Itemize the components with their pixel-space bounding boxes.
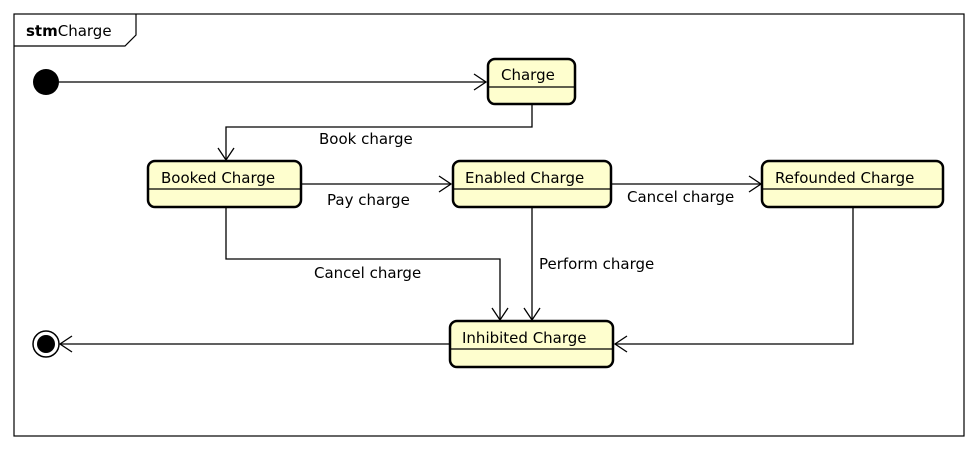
label-book-charge: Book charge [319,130,413,148]
arrowhead-inhibited-final [58,335,73,353]
edge-book-charge [225,105,533,160]
state-inhibited-charge: Inhibited Charge [448,319,615,369]
label-pay-charge: Pay charge [327,191,410,209]
label-cancel-enabled: Cancel charge [627,188,734,206]
frame-name: Charge [58,22,112,40]
initial-state [33,69,59,95]
state-refounded-charge-label: Refounded Charge [775,169,914,187]
label-cancel-booked: Cancel charge [314,264,421,282]
state-booked-charge: Booked Charge [146,159,303,209]
state-charge: Charge [486,57,577,106]
arrowhead-pay-charge [438,175,453,193]
edge-cancel-booked [225,208,501,320]
state-enabled-charge-label: Enabled Charge [465,169,584,187]
diagram-frame [13,13,965,437]
state-booked-charge-label: Booked Charge [161,169,275,187]
state-inhibited-charge-label: Inhibited Charge [462,329,587,347]
frame-tab [14,14,137,47]
arrowhead-initial-charge [473,73,488,91]
state-enabled-charge: Enabled Charge [451,159,613,209]
arrowhead-refounded-inhibited [613,335,628,353]
frame-label: stmCharge [26,22,112,40]
edge-refounded-inhibited [615,208,854,345]
state-refounded-charge: Refounded Charge [760,159,945,209]
frame-keyword: stm [26,22,58,40]
label-perform-charge: Perform charge [539,255,654,273]
state-charge-label: Charge [501,66,555,84]
final-state-inner [37,335,55,353]
